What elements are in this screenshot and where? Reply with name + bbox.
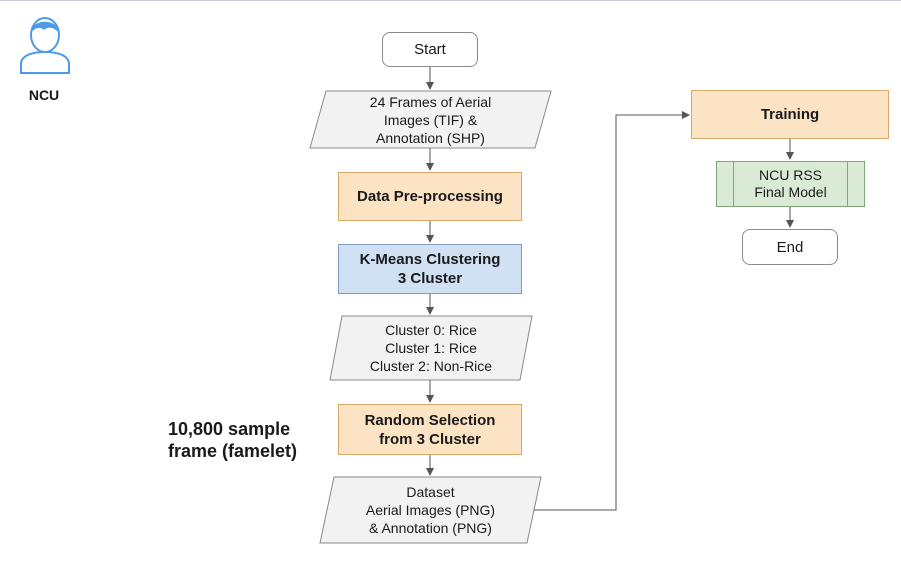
dataset-label: Dataset Aerial Images (PNG) & Annotation… <box>365 484 496 536</box>
input-frames-node: 24 Frames of Aerial Images (TIF) & Annot… <box>320 91 541 148</box>
random-selection-label: Random Selection from 3 Cluster <box>364 411 496 448</box>
actor-label: NCU <box>28 87 60 103</box>
preprocessing-label: Data Pre-processing <box>357 188 503 205</box>
end-label: End <box>776 238 804 256</box>
end-node: End <box>742 229 838 265</box>
training-node: Training <box>691 90 889 139</box>
random-selection-node: Random Selection from 3 Cluster <box>338 404 522 455</box>
final-model-label: NCU RSS Final Model <box>754 167 827 200</box>
kmeans-label: K-Means Clustering 3 Cluster <box>359 251 501 287</box>
top-divider <box>0 0 901 1</box>
final-model-node: NCU RSS Final Model <box>716 161 865 207</box>
user-icon <box>19 13 71 74</box>
start-label: Start <box>414 41 446 58</box>
dataset-shape <box>319 476 542 544</box>
clusters-shape <box>329 315 533 381</box>
clusters-label: Cluster 0: Rice Cluster 1: Rice Cluster … <box>369 322 493 374</box>
input-frames-label: 24 Frames of Aerial Images (TIF) & Annot… <box>369 93 492 146</box>
training-label: Training <box>760 106 820 123</box>
input-frames-shape <box>309 90 552 149</box>
kmeans-node: K-Means Clustering 3 Cluster <box>338 244 522 294</box>
sample-count-note: 10,800 sample frame (famelet) <box>168 419 298 461</box>
clusters-node: Cluster 0: Rice Cluster 1: Rice Cluster … <box>338 316 524 380</box>
start-node: Start <box>382 32 478 67</box>
arrow-dataset-to-training <box>534 111 690 511</box>
dataset-node: Dataset Aerial Images (PNG) & Annotation… <box>327 477 534 543</box>
preprocessing-node: Data Pre-processing <box>338 172 522 221</box>
